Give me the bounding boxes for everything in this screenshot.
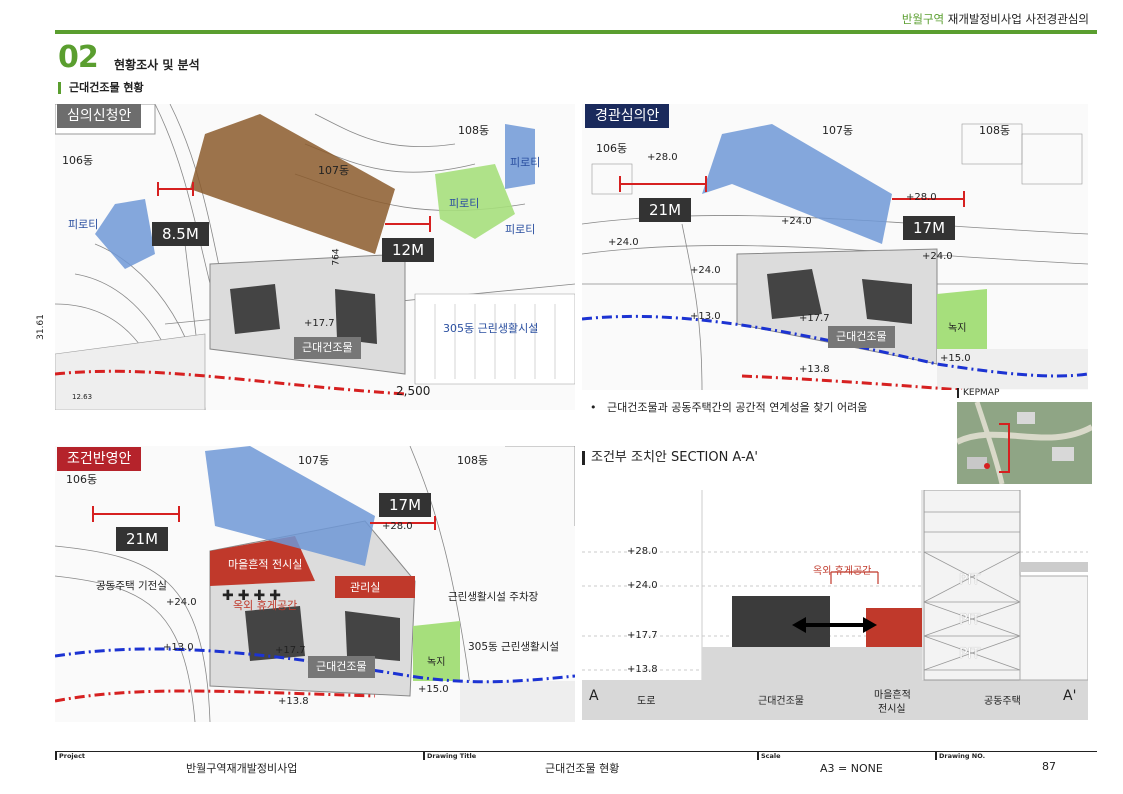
kepmap-label: KEPMAP bbox=[957, 388, 999, 398]
review-note-text: 근대건조물과 공동주택간의 공간적 연계성을 찾기 어려움 bbox=[606, 401, 868, 414]
plan-original bbox=[55, 104, 575, 410]
p1-commercial: 305동 근린생활시설 bbox=[443, 322, 539, 335]
footer-project: 반월구역재개발정비사업 bbox=[186, 762, 298, 775]
p2-label-106: 106동 bbox=[596, 142, 628, 155]
section-outdoor: 옥외 휴게공간 bbox=[813, 566, 872, 577]
plan-original-tag: 심의신청안 bbox=[57, 104, 142, 128]
p3-village-hall: 마을흔적 전시실 bbox=[228, 558, 303, 571]
p2-e240a: +24.0 bbox=[781, 216, 812, 227]
p2-heritage: 근대건조물 bbox=[828, 326, 895, 348]
section-heritage: 근대건조물 bbox=[758, 696, 804, 707]
p1-label-pilotis-2: 피로티 bbox=[449, 197, 480, 210]
p2-label-107: 107동 bbox=[822, 124, 854, 137]
p2-label-108: 108동 bbox=[979, 124, 1011, 137]
plan-condition bbox=[55, 446, 575, 722]
p2-e240d: +24.0 bbox=[690, 265, 721, 276]
kepmap-image bbox=[957, 402, 1092, 484]
p1-misc1: 764 bbox=[331, 248, 342, 266]
p3-commercial: 305동 근린생활시설 bbox=[468, 641, 559, 653]
section-apt: 공동주택 bbox=[984, 696, 1021, 707]
section-view-title: 조건부 조치안 SECTION A-A' bbox=[582, 451, 758, 465]
header-title: 반월구역 재개발정비사업 사전경관심의 bbox=[902, 11, 1089, 27]
p1-label-pilotis-4: 피로티 bbox=[68, 218, 99, 231]
p1-misc2: 12.63 bbox=[72, 393, 93, 401]
p3-e150: +15.0 bbox=[418, 684, 449, 695]
p2-e280a: +28.0 bbox=[647, 152, 678, 163]
section-pit-1: PIT bbox=[959, 572, 981, 588]
section-level-177: +17.7 bbox=[627, 630, 658, 641]
p1-dist-b: 12M bbox=[382, 238, 435, 262]
p3-green: 녹지 bbox=[427, 657, 446, 668]
p2-e280b: +28.0 bbox=[906, 192, 937, 203]
p1-dist-a: 8.5M bbox=[152, 222, 209, 246]
section-number: 02 bbox=[58, 40, 99, 75]
p3-heritage: 근대건조물 bbox=[308, 656, 375, 678]
p2-e240b: +24.0 bbox=[608, 237, 639, 248]
p3-outdoor: 옥외 휴게공간 bbox=[233, 599, 298, 612]
p3-apt-base: 공동주택 기전실 bbox=[96, 580, 167, 592]
p3-e177: +17.7 bbox=[275, 645, 306, 656]
p2-dist-a: 21M bbox=[639, 198, 692, 222]
section-level-280: +28.0 bbox=[627, 546, 658, 557]
footer-project-label: Project bbox=[55, 752, 85, 760]
p3-label-107: 107동 bbox=[298, 454, 330, 467]
p2-e130: +13.0 bbox=[690, 311, 721, 322]
section-level-138: +13.8 bbox=[627, 664, 658, 675]
section-hall-1: 마을흔적 bbox=[874, 690, 911, 701]
p2-green: 녹지 bbox=[948, 323, 967, 334]
p1-heritage: 근대건조물 bbox=[294, 337, 361, 359]
p1-label-108: 108동 bbox=[458, 124, 490, 137]
p3-label-108: 108동 bbox=[457, 454, 489, 467]
p1-misc3: 31.61 bbox=[35, 314, 46, 340]
footer-scale: A3 = NONE bbox=[820, 762, 883, 775]
section-pit-3: PIT bbox=[959, 646, 981, 662]
section-subtitle: 근대건조물 현황 bbox=[58, 82, 144, 94]
footer-no: 87 bbox=[1042, 760, 1056, 773]
p3-dist-b: 17M bbox=[379, 493, 432, 517]
p1-label-pilotis-1: 피로티 bbox=[510, 156, 541, 169]
p1-elev: +17.7 bbox=[304, 318, 335, 329]
p3-e138: +13.8 bbox=[278, 696, 309, 707]
p3-dist-a: 21M bbox=[116, 527, 169, 551]
footer-no-label: Drawing NO. bbox=[935, 752, 985, 760]
footer-scale-label: Scale bbox=[757, 752, 781, 760]
p3-e280: +28.0 bbox=[382, 521, 413, 532]
p1-label-pilotis-3: 피로티 bbox=[505, 223, 536, 236]
section-mark-a2: A' bbox=[1063, 688, 1077, 704]
p2-e138: +13.8 bbox=[799, 364, 830, 375]
header-district: 반월구역 bbox=[901, 12, 945, 26]
header-rule bbox=[55, 30, 1097, 34]
header-project: 재개발정비사업 사전경관심의 bbox=[947, 12, 1089, 26]
p3-e130: +13.0 bbox=[163, 642, 194, 653]
footer-rule bbox=[55, 751, 1097, 752]
footer-title-label: Drawing Title bbox=[423, 752, 476, 760]
plan-condition-tag: 조건반영안 bbox=[57, 447, 142, 471]
section-pit-2: PIT bbox=[959, 612, 981, 628]
section-drawing bbox=[582, 490, 1088, 720]
p3-e240: +24.0 bbox=[166, 597, 197, 608]
plan-review-tag: 경관심의안 bbox=[585, 104, 670, 128]
section-title: 현황조사 및 분석 bbox=[114, 58, 200, 72]
section-level-240: +24.0 bbox=[627, 580, 658, 591]
section-road: 도로 bbox=[637, 696, 656, 707]
section-mark-a: A bbox=[589, 688, 599, 704]
p3-mgmt: 관리실 bbox=[350, 581, 381, 594]
p2-e177: +17.7 bbox=[799, 313, 830, 324]
p2-e240c: +24.0 bbox=[922, 251, 953, 262]
review-note: • 근대건조물과 공동주택간의 공간적 연계성을 찾기 어려움 bbox=[590, 401, 868, 414]
p1-dim: 2,500 bbox=[396, 384, 431, 398]
p2-dist-b: 17M bbox=[903, 216, 956, 240]
footer-title: 근대건조물 현황 bbox=[545, 762, 620, 775]
section-hall-2: 전시실 bbox=[878, 704, 906, 715]
p3-label-106: 106동 bbox=[66, 473, 98, 486]
p1-label-106: 106동 bbox=[62, 154, 94, 167]
p2-e150: +15.0 bbox=[940, 353, 971, 364]
p3-parking: 근린생활시설 주차장 bbox=[448, 591, 539, 603]
p3-plus-marks: ✚✚✚✚ bbox=[222, 588, 285, 604]
p1-label-107: 107동 bbox=[318, 164, 350, 177]
